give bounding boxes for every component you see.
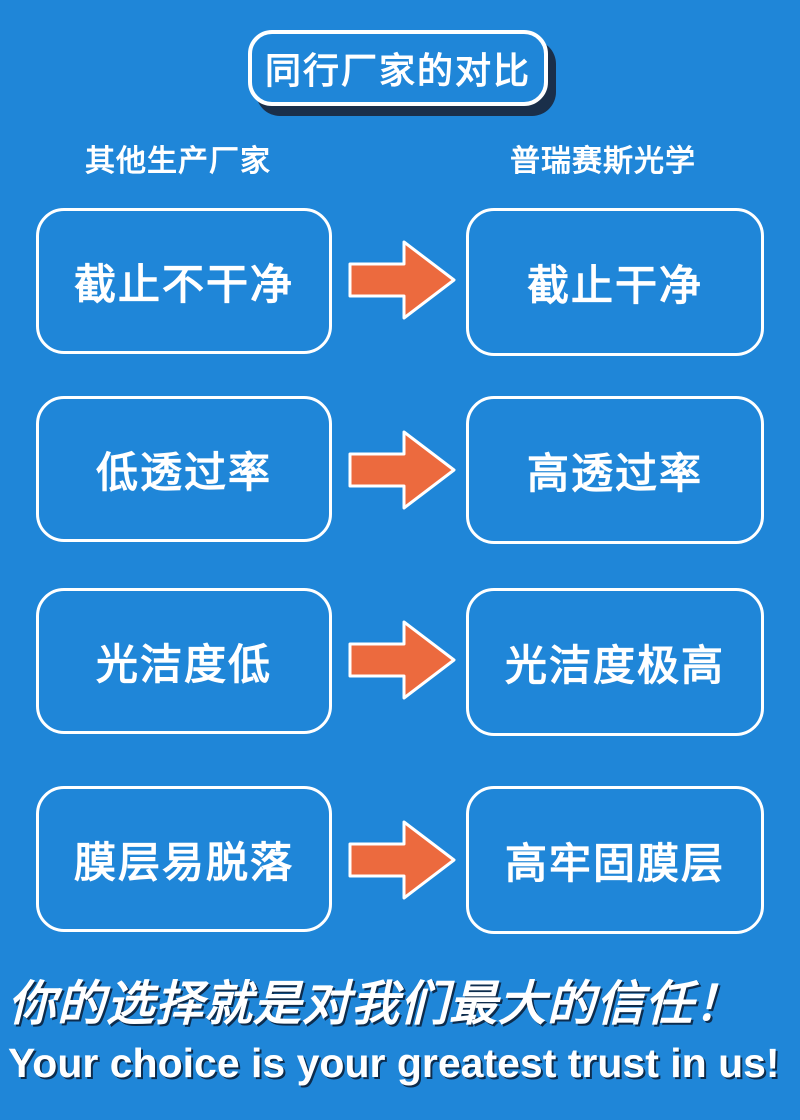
other-maker-label: 截止不干净 — [73, 259, 294, 309]
prism-optics-box-3: 光洁度极高 — [466, 588, 764, 736]
prism-optics-box-1: 截止干净 — [466, 208, 764, 356]
arrow-right-icon — [348, 240, 456, 320]
prism-optics-box-4: 高牢固膜层 — [466, 786, 764, 934]
prism-optics-label: 截止干净 — [526, 260, 703, 310]
other-maker-box-3: 光洁度低 — [36, 588, 332, 734]
prism-optics-label: 高牢固膜层 — [504, 838, 725, 888]
slogan-chinese: 你的选择就是对我们最大的信任！ — [8, 976, 744, 1032]
other-maker-label: 低透过率 — [95, 447, 272, 497]
other-maker-label: 光洁度低 — [95, 639, 272, 689]
prism-optics-label: 高透过率 — [526, 448, 703, 498]
arrow-right-icon — [348, 430, 456, 510]
right-column-header: 普瑞赛斯光学 — [510, 144, 696, 179]
arrow-right-icon — [348, 820, 456, 900]
other-maker-box-2: 低透过率 — [36, 396, 332, 542]
prism-optics-box-2: 高透过率 — [466, 396, 764, 544]
other-maker-label: 膜层易脱落 — [73, 837, 294, 887]
arrow-right-icon — [348, 620, 456, 700]
slogan-english: Your choice is your greatest trust in us… — [8, 1040, 780, 1086]
page-title: 同行厂家的对比 — [248, 30, 548, 106]
other-maker-box-1: 截止不干净 — [36, 208, 332, 354]
left-column-header: 其他生产厂家 — [85, 144, 271, 179]
other-maker-box-4: 膜层易脱落 — [36, 786, 332, 932]
prism-optics-label: 光洁度极高 — [504, 640, 725, 690]
